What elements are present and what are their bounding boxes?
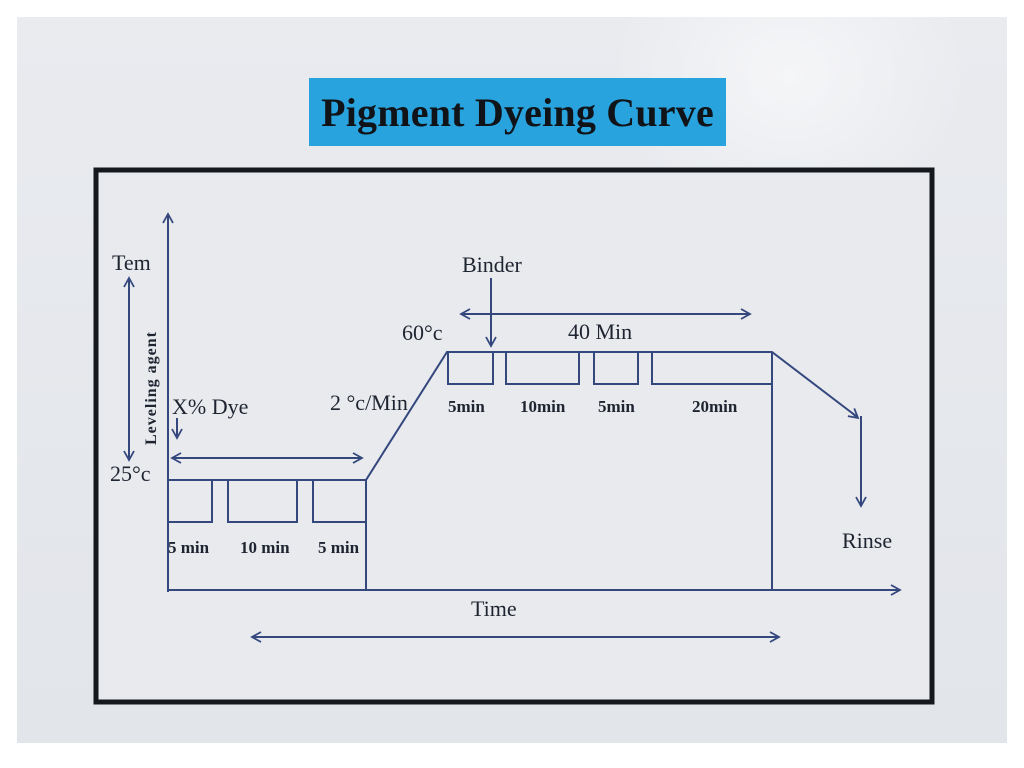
low-segment-label-2: 10 min [240,538,290,557]
high-segment-box-4 [651,352,772,385]
diagram-frame [93,167,935,705]
leveling-agent-label: Leveling agent [143,331,160,445]
high-segment-label-4: 20min [692,397,738,416]
x-axis-label: Time [471,596,517,621]
high-segment-box-1 [447,352,494,385]
low-segment-box-2 [227,480,298,523]
high-segment-label-3: 5min [598,397,635,416]
title-banner: Pigment Dyeing Curve [309,78,726,146]
low-segment-label-1: 5 min [168,538,210,557]
high-segment-label-2: 10min [520,397,566,416]
low-segment-box-1 [168,480,213,523]
hold-duration-label: 40 Min [568,319,632,344]
high-segment-box-2 [505,352,580,385]
rinse-label: Rinse [842,528,892,553]
dye-label: X% Dye [172,394,248,419]
low-segment-box-3 [312,480,366,523]
temp-low-label: 25°c [110,461,151,486]
low-segment-label-3: 5 min [318,538,360,557]
diagram-title: Pigment Dyeing Curve [321,89,714,135]
ramp-rate-label: 2 °c/Min [330,390,408,415]
high-segment-label-1: 5min [448,397,485,416]
binder-label: Binder [462,252,523,277]
cooldown-arrow-head [847,408,860,420]
y-axis-label: Tem [112,250,151,275]
temp-high-label: 60°c [402,320,443,345]
high-segment-box-3 [593,352,639,385]
